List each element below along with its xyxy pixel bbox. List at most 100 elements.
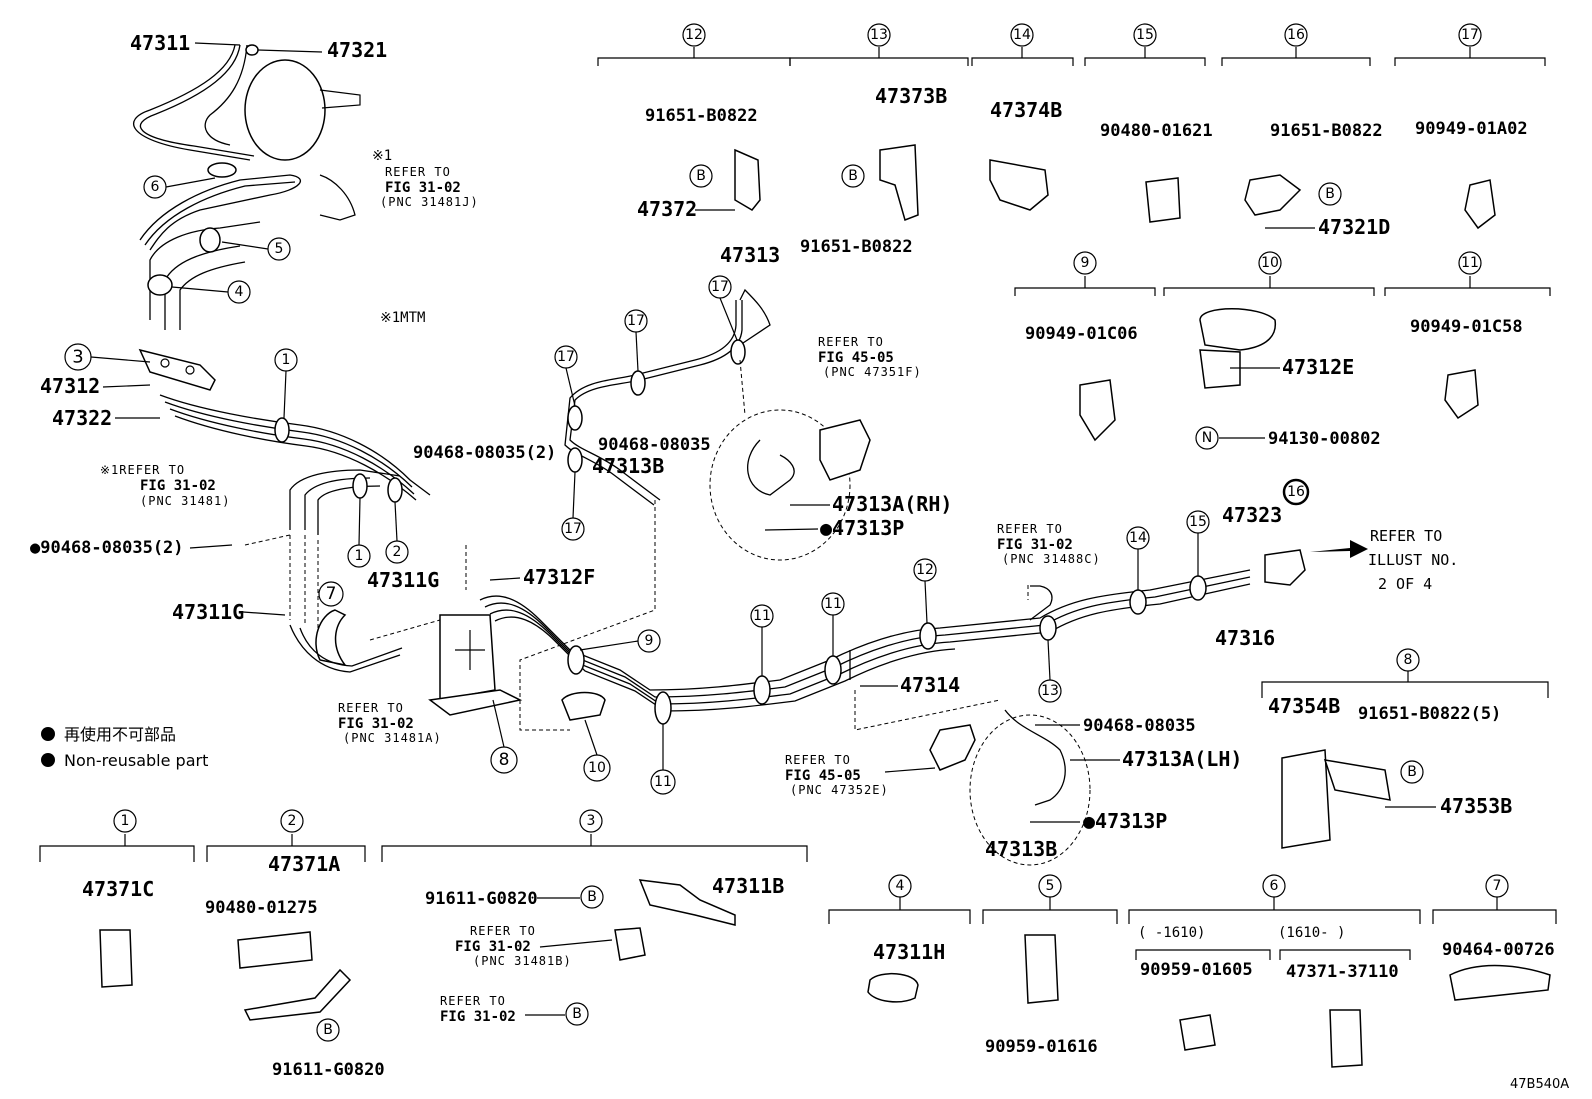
g11-part-a: 90949-01C58	[1410, 317, 1523, 337]
label-refer-illust: REFER TO	[1370, 527, 1442, 545]
label-47323: 47323	[1222, 503, 1282, 527]
group-6-number: 6	[1270, 878, 1279, 894]
g3-part-b: 47311B	[712, 874, 784, 898]
group-1-number: 1	[121, 813, 130, 829]
marker-n-g10: N	[1202, 430, 1212, 446]
label-star1: ※1	[372, 148, 392, 164]
label-fig-3102-1: FIG 31-02	[385, 180, 461, 196]
marker-b-g16: B	[1325, 186, 1335, 202]
g16-part-a: 91651-B0822	[1270, 121, 1383, 141]
label-pnc-31481a: (PNC 31481A)	[343, 731, 442, 745]
group-16-number: 16	[1287, 27, 1305, 43]
g3-pnc-1: (PNC 31481B)	[473, 954, 572, 968]
group-3-number: 3	[587, 813, 596, 829]
label-refer-to-4: REFER TO	[818, 335, 884, 349]
g8-part-b: 91651-B0822(5)	[1358, 704, 1501, 724]
callout-16-a: 16	[1287, 484, 1305, 500]
callout-11-b: 11	[753, 608, 771, 624]
callout-15-a: 15	[1189, 514, 1207, 530]
callout-17-b: 17	[627, 313, 645, 329]
flex-hose-lh	[929, 709, 1091, 866]
marker-b-g3b: B	[572, 1006, 582, 1022]
label-47321: 47321	[327, 38, 387, 62]
callout-1-a: 1	[282, 352, 291, 368]
group-10-number: 10	[1261, 255, 1279, 271]
label-47312: 47312	[40, 374, 100, 398]
label-fig-3102-5: FIG 31-02	[997, 537, 1073, 553]
g7-part-a: 90464-00726	[1442, 940, 1555, 960]
group-9-number: 9	[1081, 255, 1090, 271]
main-labels: 47311 47321 ※1 REFER TO FIG 31-02 (PNC 3…	[30, 31, 1458, 861]
g12-part-a: 91651-B0822	[645, 106, 758, 126]
callout-10-a: 10	[588, 760, 606, 776]
center-pipes	[479, 288, 1251, 712]
label-90468-08035-2a: 90468-08035(2)	[413, 443, 556, 463]
label-pnc-31481: (PNC 31481)	[140, 494, 230, 508]
label-pnc-31488c: (PNC 31488C)	[1002, 552, 1101, 566]
callout-17-c: 17	[711, 279, 729, 295]
group-labels: 91651-B0822 47372 47373B 91651-B0822 473…	[82, 84, 1555, 1080]
pipe-clamps-upper-left	[147, 162, 403, 503]
non-reusable-dot-icon-2	[41, 753, 55, 767]
label-fig-4505-2: FIG 45-05	[785, 768, 861, 784]
callout-leaders	[90, 177, 1199, 770]
label-illust-no: ILLUST NO.	[1368, 551, 1458, 569]
group-14-number: 14	[1013, 27, 1031, 43]
label-47311: 47311	[130, 31, 190, 55]
callout-6-a: 6	[151, 179, 160, 195]
g8-part-c: 47353B	[1440, 794, 1512, 818]
group-17-number: 17	[1461, 27, 1479, 43]
g2-part-c: 91611-G0820	[272, 1060, 385, 1080]
marker-b-g2: B	[323, 1022, 333, 1038]
callout-3-a: 3	[72, 347, 83, 368]
g13-part-a: 47373B	[875, 84, 947, 108]
g4-part-a: 47311H	[873, 940, 945, 964]
group-part-shapes: B B B N B B B B	[99, 144, 1551, 1068]
callout-17-d: 17	[564, 521, 582, 537]
g9-part-a: 90949-01C06	[1025, 324, 1138, 344]
callout-11-c: 11	[824, 596, 842, 612]
label-refer-to-5: REFER TO	[997, 522, 1063, 536]
legend-jp: 再使用不可部品	[64, 725, 176, 744]
marker-b-g13: B	[848, 168, 858, 184]
pipe-clamps-center	[567, 339, 1207, 725]
group-5-number: 5	[1046, 878, 1055, 894]
marker-b-g3a: B	[587, 889, 597, 905]
label-fig-4505-1: FIG 45-05	[818, 350, 894, 366]
g10-part-b: 94130-00802	[1268, 429, 1381, 449]
label-47313b: 47313B	[592, 454, 664, 478]
legend-en: Non-reusable part	[64, 751, 208, 770]
g14-part-a: 47374B	[990, 98, 1062, 122]
label-fig-3102-3: FIG 31-02	[338, 716, 414, 732]
label-47322: 47322	[52, 406, 112, 430]
group-15-number: 15	[1136, 27, 1154, 43]
g15-part-a: 90480-01621	[1100, 121, 1213, 141]
label-47311g-a: 47311G	[367, 568, 439, 592]
g6-part-a: 90959-01605	[1140, 960, 1253, 980]
g3-refer-2: REFER TO	[440, 994, 506, 1008]
group-4-number: 4	[896, 878, 905, 894]
g2-part-b: 90480-01275	[205, 898, 318, 918]
label-90468-08035-2b: ●90468-08035(2)	[30, 538, 184, 558]
g2-part-a: 47371A	[268, 852, 340, 876]
label-fig-3102-2: FIG 31-02	[140, 478, 216, 494]
label-pnc-31481j: (PNC 31481J)	[380, 195, 479, 209]
flex-hose-rh	[709, 409, 871, 561]
g6-range-1: ( -1610)	[1138, 925, 1205, 941]
label-refer-to-3: REFER TO	[338, 701, 404, 715]
label-47314: 47314	[900, 673, 960, 697]
label-47313: 47313	[720, 243, 780, 267]
label-pnc-47352e: (PNC 47352E)	[790, 783, 889, 797]
callout-4-a: 4	[235, 284, 244, 300]
brake-booster	[244, 44, 361, 161]
label-47311g-b: 47311G	[172, 600, 244, 624]
label-47312f: 47312F	[523, 565, 595, 589]
label-90468-08035: 90468-08035	[598, 435, 711, 455]
g13-part-b: 91651-B0822	[800, 237, 913, 257]
callout-7-a: 7	[326, 584, 337, 604]
callout-11-a: 11	[654, 774, 672, 790]
g3-fig-2: FIG 31-02	[440, 1009, 516, 1025]
dashed-connectors	[244, 359, 1029, 731]
legend: 再使用不可部品 Non-reusable part	[41, 725, 208, 770]
group-7-number: 7	[1493, 878, 1502, 894]
